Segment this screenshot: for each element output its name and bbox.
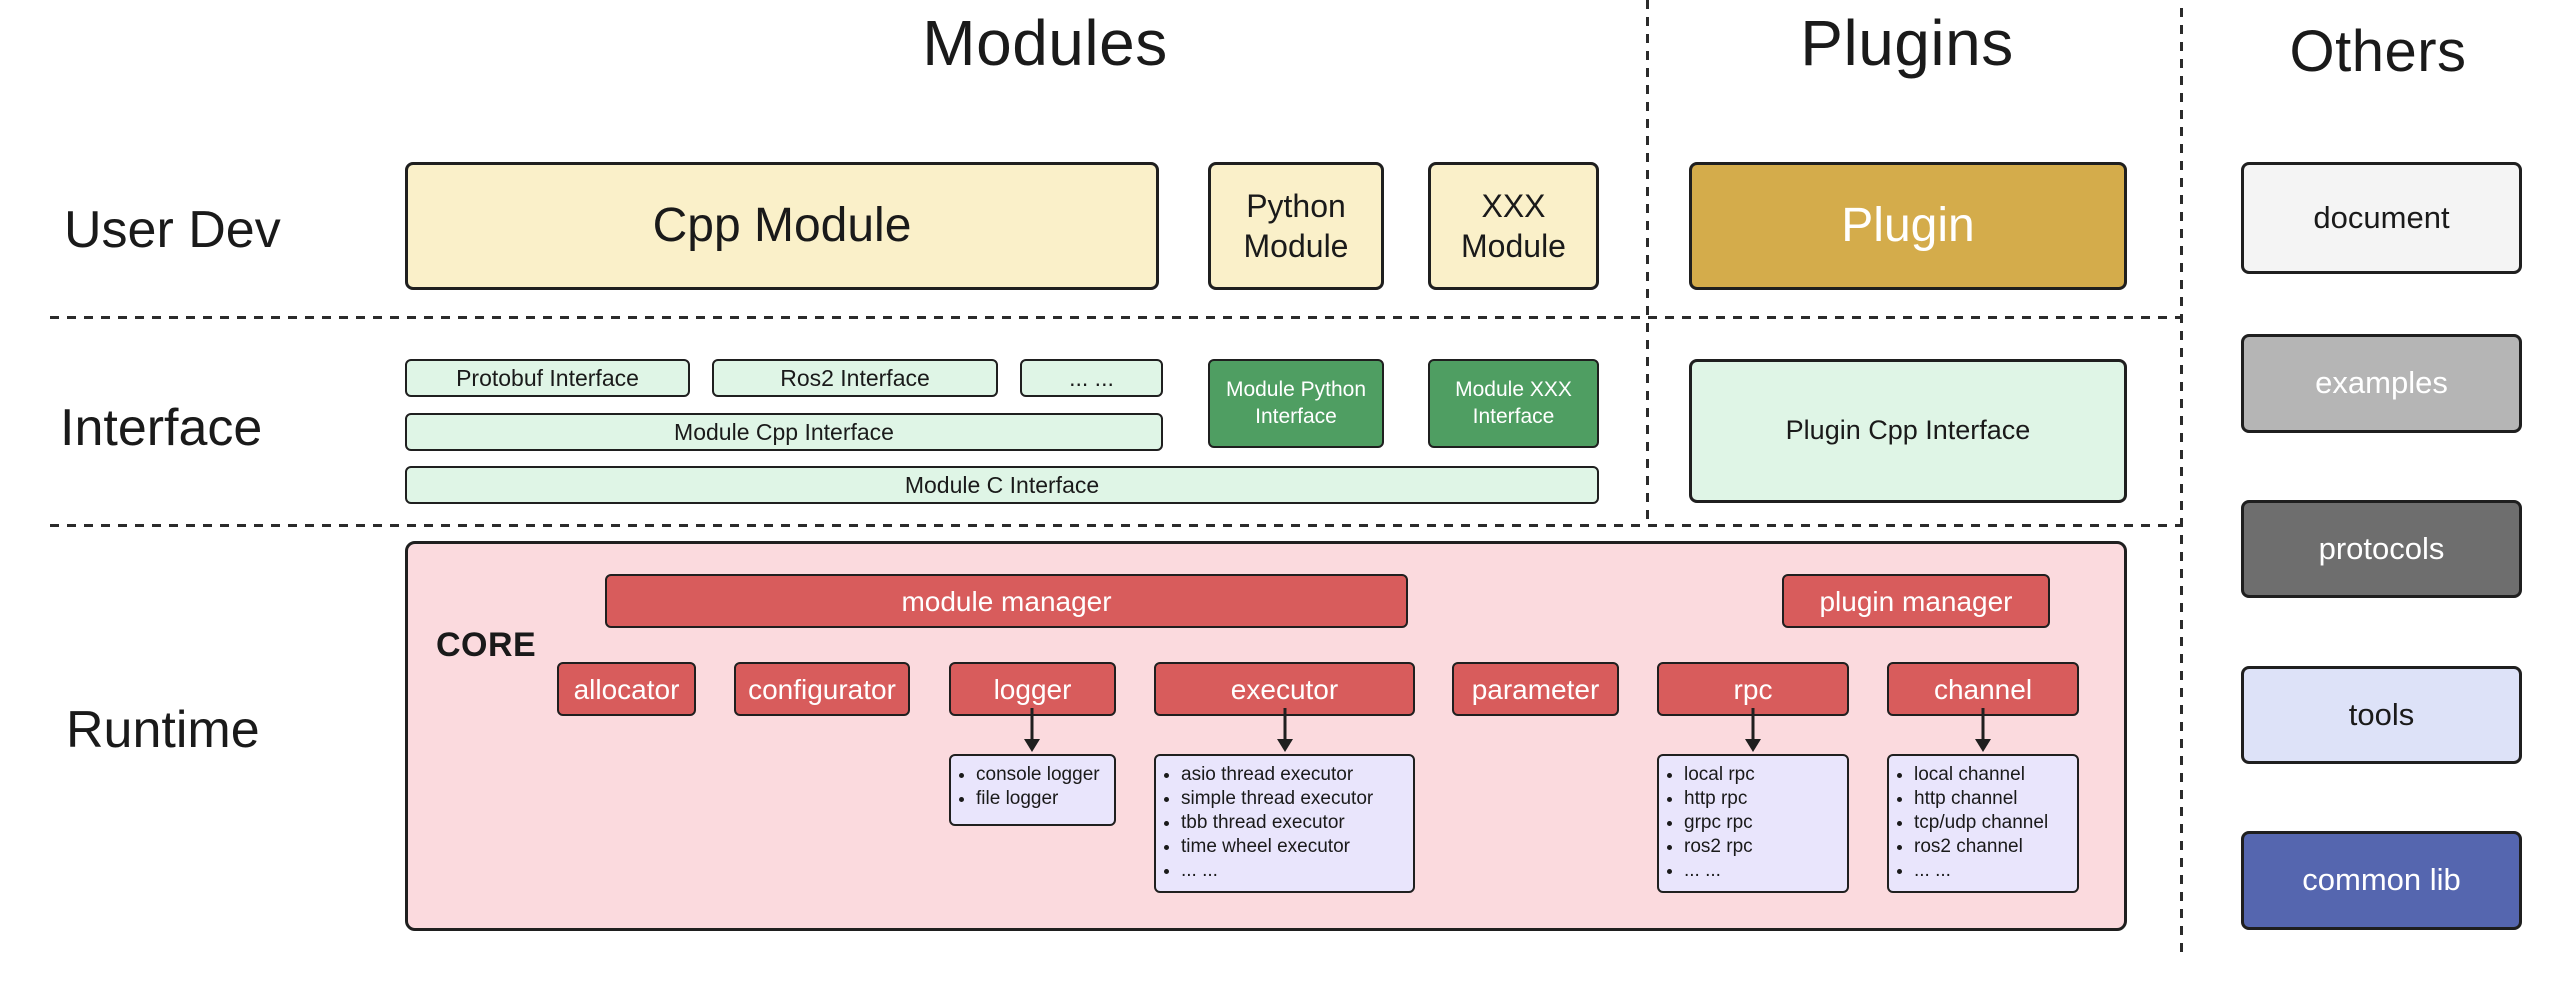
rpc-box: rpc (1657, 662, 1849, 716)
interface-ellipsis-box: ... ... (1020, 359, 1163, 397)
cpp-module-box: Cpp Module (405, 162, 1159, 290)
down-arrow-icon (1745, 708, 1761, 752)
detail-item: http rpc (1684, 787, 1843, 811)
detail-item: ros2 channel (1914, 835, 2073, 859)
protobuf-interface-box: Protobuf Interface (405, 359, 690, 397)
common-lib-box: common lib (2241, 831, 2522, 930)
detail-item: time wheel executor (1181, 835, 1409, 859)
detail-item: http channel (1914, 787, 2073, 811)
detail-item: console logger (976, 763, 1110, 787)
document-box: document (2241, 162, 2522, 274)
logger-box: logger (949, 662, 1116, 716)
detail-item: grpc rpc (1684, 811, 1843, 835)
channel-box: channel (1887, 662, 2079, 716)
logger-detail-box: console logger file logger (949, 754, 1116, 826)
tools-box: tools (2241, 666, 2522, 764)
configurator-box: configurator (734, 662, 910, 716)
runtime-label: Runtime (66, 701, 260, 759)
divider-plugins-others (2180, 8, 2183, 960)
down-arrow-icon (1024, 708, 1040, 752)
detail-item: ... ... (1684, 859, 1843, 883)
module-xxx-interface-box: Module XXX Interface (1428, 359, 1599, 448)
plugin-manager-box: plugin manager (1782, 574, 2050, 628)
down-arrow-icon (1975, 708, 1991, 752)
allocator-box: allocator (557, 662, 696, 716)
rpc-detail-box: local rpc http rpc grpc rpc ros2 rpc ...… (1657, 754, 1849, 893)
divider-interface-runtime (50, 524, 2181, 527)
plugin-box: Plugin (1689, 162, 2127, 290)
divider-modules-plugins (1646, 0, 1649, 525)
parameter-box: parameter (1452, 662, 1619, 716)
channel-detail-box: local channel http channel tcp/udp chann… (1887, 754, 2079, 893)
detail-item: local rpc (1684, 763, 1843, 787)
module-python-interface-box: Module Python Interface (1208, 359, 1384, 448)
detail-item: ... ... (1914, 859, 2073, 883)
detail-item: tcp/udp channel (1914, 811, 2073, 835)
module-cpp-interface-box: Module Cpp Interface (405, 413, 1163, 451)
module-manager-box: module manager (605, 574, 1408, 628)
protocols-box: protocols (2241, 500, 2522, 598)
down-arrow-icon (1277, 708, 1293, 752)
executor-detail-box: asio thread executor simple thread execu… (1154, 754, 1415, 893)
detail-item: local channel (1914, 763, 2073, 787)
detail-item: tbb thread executor (1181, 811, 1409, 835)
detail-item: ros2 rpc (1684, 835, 1843, 859)
user-dev-label: User Dev (64, 201, 281, 259)
module-c-interface-box: Module C Interface (405, 466, 1599, 504)
detail-item: asio thread executor (1181, 763, 1409, 787)
detail-item: file logger (976, 787, 1110, 811)
divider-userdev-interface (50, 316, 2181, 319)
examples-box: examples (2241, 334, 2522, 433)
others-title: Others (2289, 19, 2467, 84)
xxx-module-box: XXX Module (1428, 162, 1599, 290)
modules-title: Modules (922, 7, 1168, 79)
python-module-box: Python Module (1208, 162, 1384, 290)
detail-item: ... ... (1181, 859, 1409, 883)
detail-item: simple thread executor (1181, 787, 1409, 811)
plugin-cpp-interface-box: Plugin Cpp Interface (1689, 359, 2127, 503)
plugins-title: Plugins (1800, 7, 2014, 79)
core-box: CORE module manager plugin manager alloc… (405, 541, 2127, 931)
core-label: CORE (436, 626, 537, 664)
ros2-interface-box: Ros2 Interface (712, 359, 998, 397)
interface-label: Interface (60, 399, 263, 457)
